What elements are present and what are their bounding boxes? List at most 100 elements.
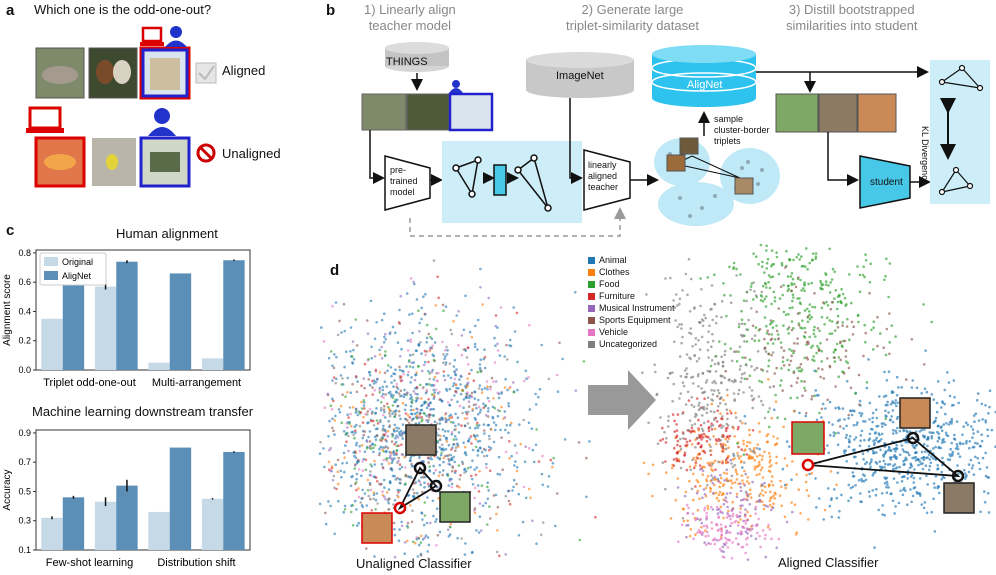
aligned-point xyxy=(789,396,792,400)
unaligned-point xyxy=(479,286,482,289)
unaligned-point xyxy=(419,411,422,415)
unaligned-point xyxy=(383,404,386,408)
unaligned-point xyxy=(444,429,447,433)
aligned-point xyxy=(678,355,682,358)
unaligned-point xyxy=(382,413,385,417)
aligned-point xyxy=(698,464,702,467)
aligned-point xyxy=(986,434,990,438)
aligned-point xyxy=(868,291,871,295)
unaligned-point xyxy=(492,494,496,497)
unaligned-point xyxy=(493,336,496,340)
unaligned-point xyxy=(458,478,461,481)
aligned-point xyxy=(730,557,734,560)
unaligned-point xyxy=(468,372,471,375)
aligned-point xyxy=(862,354,865,358)
aligned-point xyxy=(884,414,887,417)
aligned-point xyxy=(770,302,773,306)
aligned-point xyxy=(687,506,690,510)
unaligned-point xyxy=(409,475,412,478)
unaligned-point xyxy=(516,388,519,392)
unaligned-point xyxy=(379,418,382,422)
aligned-point xyxy=(703,492,707,496)
aligned-point xyxy=(742,439,745,443)
aligned-point xyxy=(795,473,798,476)
unaligned-point xyxy=(452,438,456,441)
unaligned-point xyxy=(417,543,421,547)
aligned-point xyxy=(713,273,716,276)
aligned-point xyxy=(761,476,765,479)
triplet-thumb-3 xyxy=(448,92,494,132)
unaligned-point xyxy=(418,456,421,459)
aligned-point xyxy=(730,462,733,465)
x-category-label: Multi-arrangement xyxy=(152,377,241,389)
unaligned-point xyxy=(409,340,412,343)
things-database xyxy=(385,42,449,72)
unaligned-point xyxy=(495,512,498,516)
unaligned-point xyxy=(508,387,511,390)
aligned-point xyxy=(849,496,853,500)
unaligned-point xyxy=(409,381,412,384)
aligned-point xyxy=(743,469,746,473)
legend-item: Musical Instrument xyxy=(588,302,675,314)
unaligned-point xyxy=(347,416,350,419)
aligned-point xyxy=(880,492,884,495)
unaligned-point xyxy=(393,555,397,559)
aligned-point xyxy=(820,306,824,310)
aligned-point xyxy=(753,368,756,372)
unaligned-point xyxy=(465,412,469,416)
unaligned-point xyxy=(397,410,401,413)
unaligned-point xyxy=(382,312,386,315)
unaligned-point xyxy=(475,406,478,410)
unaligned-point xyxy=(435,517,438,521)
unaligned-point xyxy=(410,464,414,468)
aligned-point xyxy=(726,417,729,421)
aligned-point xyxy=(777,272,781,276)
aligned-point xyxy=(751,406,754,410)
aligned-point xyxy=(816,344,819,348)
unaligned-point xyxy=(406,349,410,352)
aligned-point xyxy=(664,441,668,444)
unaligned-point xyxy=(446,528,450,531)
aligned-point xyxy=(701,469,705,473)
panel-b-diagram xyxy=(361,42,990,237)
unaligned-point xyxy=(360,474,363,478)
panel-a-label: a xyxy=(6,2,15,19)
unaligned-point xyxy=(427,360,430,364)
unaligned-point xyxy=(386,434,390,438)
unaligned-point xyxy=(448,416,452,420)
unaligned-point xyxy=(347,434,350,438)
sample-text: sample cluster-border triplets xyxy=(714,114,770,146)
aligned-point xyxy=(760,380,764,384)
unaligned-point xyxy=(594,515,597,519)
aligned-point xyxy=(953,395,956,399)
panel-c-label: c xyxy=(6,222,15,239)
aligned-point xyxy=(903,486,906,490)
unaligned-point xyxy=(539,533,543,537)
aligned-point xyxy=(910,473,914,477)
unaligned-point xyxy=(424,353,427,357)
aligned-point xyxy=(846,317,849,321)
unaligned-point xyxy=(451,466,455,469)
aligned-point xyxy=(677,459,681,463)
unaligned-point xyxy=(334,381,337,385)
aligned-point xyxy=(730,359,734,363)
unaligned-point xyxy=(353,425,357,428)
aligned-point xyxy=(752,397,756,400)
aligned-point xyxy=(782,425,785,429)
unaligned-point xyxy=(494,428,497,432)
unaligned-point xyxy=(479,358,482,361)
aligned-point xyxy=(861,273,865,277)
unaligned-point xyxy=(498,554,501,558)
unaligned-point xyxy=(484,414,488,417)
unaligned-point xyxy=(487,296,490,300)
aligned-point xyxy=(958,441,962,445)
unaligned-point xyxy=(343,504,347,508)
aligned-point xyxy=(889,449,893,452)
unaligned-point xyxy=(484,501,487,505)
unaligned-point xyxy=(486,423,490,427)
unaligned-point xyxy=(452,455,455,459)
aligned-point xyxy=(940,478,943,481)
unaligned-point xyxy=(371,386,374,389)
aligned-point xyxy=(680,327,683,330)
aligned-point xyxy=(837,294,841,298)
